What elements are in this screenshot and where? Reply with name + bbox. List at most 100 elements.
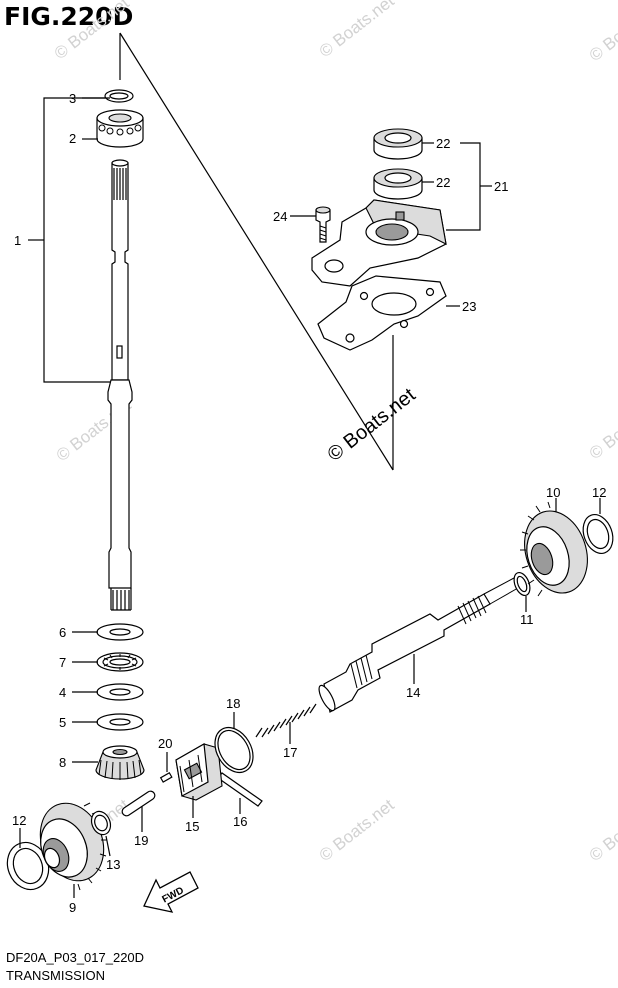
reverse-gear-bore [43,847,61,869]
oil-seal-housing-bore-inner [375,223,409,241]
callout-16: 16 [233,814,247,829]
thrust-washer-bore [109,628,131,636]
callout-19: 19 [134,833,148,848]
thrust-bearing-rollers [103,654,137,670]
callout-8: 8 [59,755,66,770]
forward-gear-hub [530,542,554,576]
callout-12b: 12 [592,485,606,500]
oil-seal-housing-notch [395,211,405,221]
gasket-hole [359,291,369,301]
callout-5: 5 [59,715,66,730]
guide-line-diagonal [119,32,394,471]
pinion-gear-teeth [98,759,142,780]
callout-21: 21 [494,179,508,194]
shim-right [582,514,614,554]
callout-23: 23 [462,299,476,314]
watermark: © Boats.net [586,795,618,865]
leader-lines [19,97,601,898]
clutch-spring [255,703,317,738]
housing-bolt [315,209,331,243]
callout-20: 20 [158,736,172,751]
watermark: © Boats.net [316,795,398,865]
housing-bolt-threads [319,225,327,241]
callout-14: 14 [406,685,420,700]
callout-4: 4 [59,685,66,700]
callout-2: 2 [69,131,76,146]
fwd-arrow: FWD [143,871,199,913]
watermark: © Boats.net [586,393,618,463]
driveshaft-lower [107,379,133,589]
fwd-arrow-shape [143,871,199,913]
washer [96,683,144,701]
callout-24: 24 [273,209,287,224]
thrust-bearing-bore [109,658,131,666]
guide-lines [119,32,394,471]
gasket-hole [399,319,409,329]
circlip [104,89,134,103]
bearing-bore [108,113,132,123]
driveshaft-assembly [96,89,144,611]
retaining-ring-inner [217,729,251,771]
watermark-center: © Boats.net [324,384,420,466]
callout-13: 13 [106,857,120,872]
shim-left-inner [12,847,44,885]
forward-gear-teeth [520,501,551,597]
watermark: © Boats.net [586,0,618,65]
callout-9: 9 [69,900,76,915]
housing-gasket-bore [371,292,417,316]
reverse-gear-group [6,802,112,891]
driveshaft-splines [113,168,127,200]
callout-1: 1 [14,233,21,248]
leader-13 [105,835,111,857]
callout-3: 3 [69,91,76,106]
callout-15: 15 [185,819,199,834]
housing-bolt-head [315,206,331,214]
driveshaft-splines [110,588,132,611]
gasket-hole [425,287,435,297]
callout-18: 18 [226,696,240,711]
callout-6: 6 [59,625,66,640]
callout-10: 10 [546,485,560,500]
shim-bore [109,718,131,726]
oil-seal-housing-group [311,128,447,351]
pinion-gear-bore [112,748,128,756]
propshaft-group [318,501,614,713]
callout-12a: 12 [12,813,26,828]
clutch-dog-slot [183,762,203,780]
figure-title: FIG.220D [4,2,134,31]
shim-13-inner [94,814,108,832]
callout-22a: 22 [436,136,450,151]
clutch-dog-splines [179,754,203,793]
washer-bore [109,688,131,696]
oil-seal-housing-bolt-hole [324,259,344,273]
pinion-stack [95,623,145,780]
driveshaft-top [111,159,129,167]
figure-code: DF20A_P03_017_220D [6,950,145,965]
figure-section: TRANSMISSION [6,968,105,983]
propshaft-splines [350,577,519,689]
watermark: © Boats.net [316,0,398,61]
clutch-pin [121,790,156,817]
callout-numbers: 1 2 3 4 5 6 7 8 9 10 11 12 12 13 14 15 1… [12,91,606,915]
gasket-hole [345,333,355,343]
shaft-keyway [116,345,123,359]
oil-seal-lower-bore [384,172,412,184]
callout-7: 7 [59,655,66,670]
callout-17: 17 [283,745,297,760]
propshaft-end [318,684,336,712]
shim-right-inner [586,518,610,550]
oil-seal-upper-bore [384,132,412,144]
forward-gear-washer-inner [516,575,528,593]
leader-bracket-21 [446,142,481,231]
clutch-group [121,703,317,817]
forward-gear-washer [513,571,531,597]
callout-11: 11 [520,612,534,627]
thrust-washer [96,623,144,641]
bearing-balls [98,124,142,136]
pin-small [159,771,173,783]
circlip-inner [109,92,129,100]
shim [96,713,144,731]
callout-22b: 22 [436,175,450,190]
